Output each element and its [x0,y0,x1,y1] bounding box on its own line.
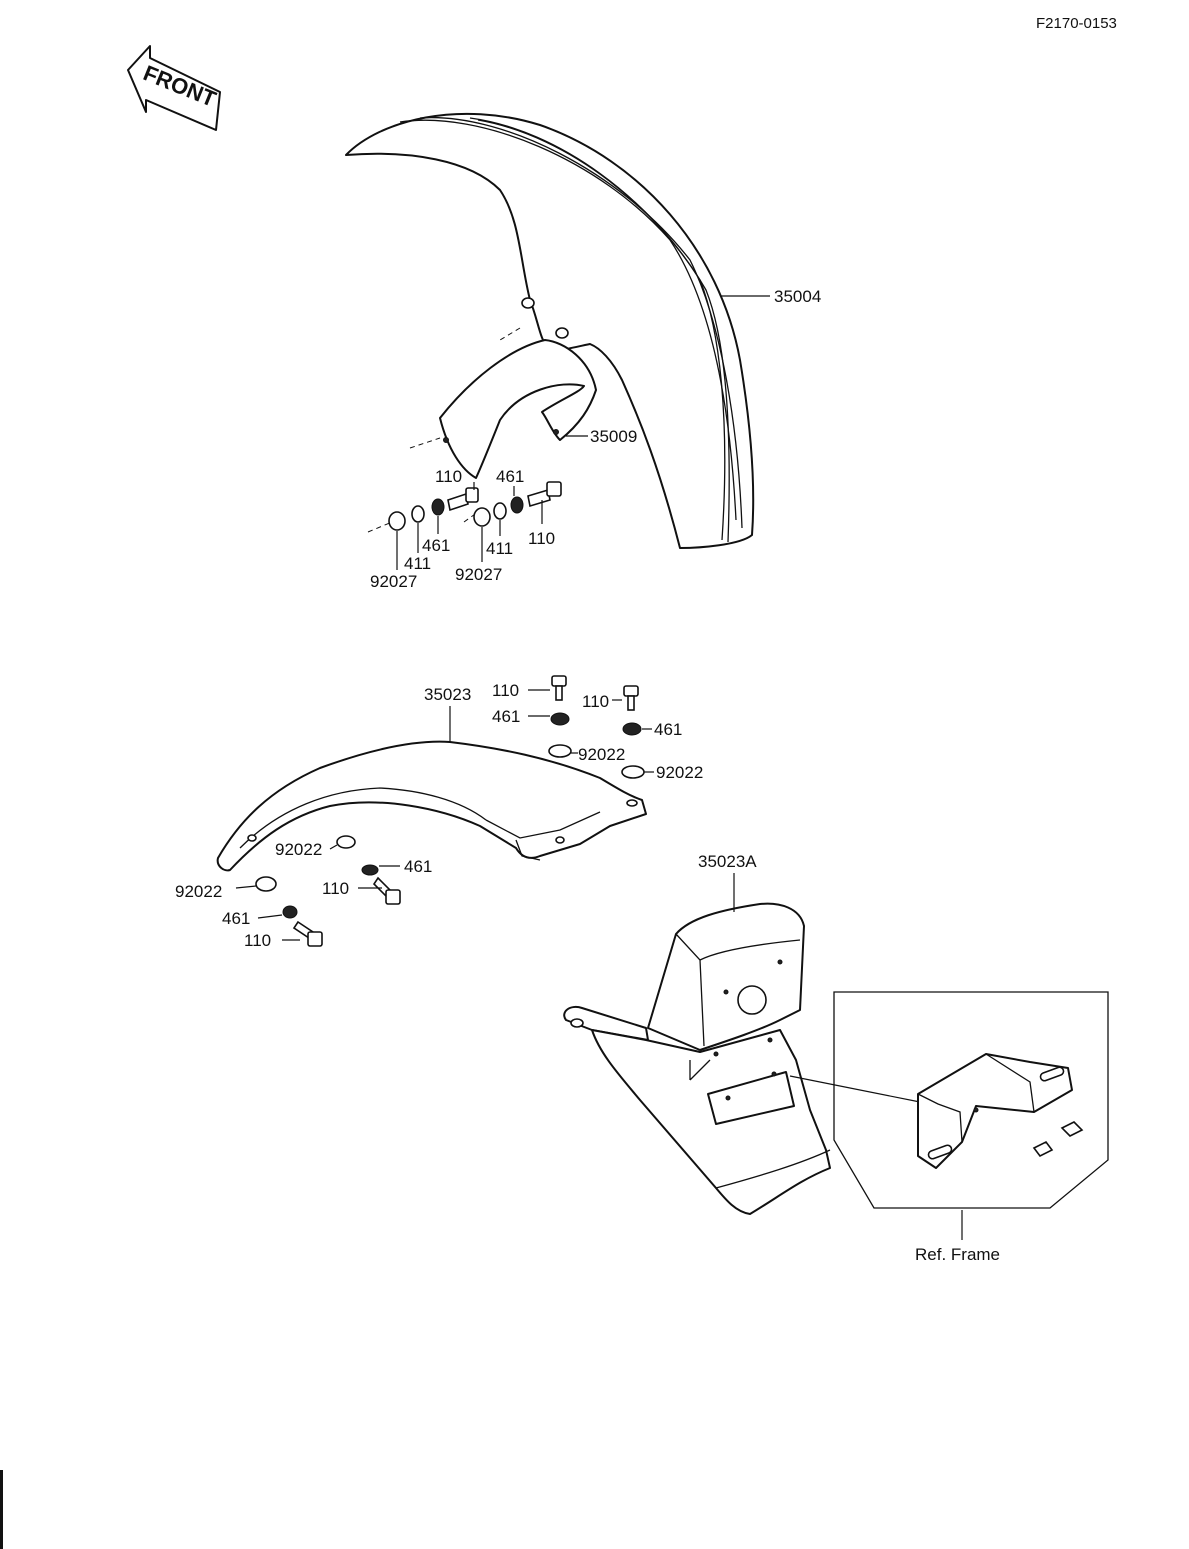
rear-fender-flap [563,902,831,1215]
rear-hardware-top [548,675,645,779]
label-110-front-left: 110 [435,467,462,486]
label-461-front-left: 461 [422,536,450,555]
label-92027-front-right: 92027 [455,565,502,584]
ref-frame-label: Ref. Frame [915,1245,1000,1264]
front-hardware-left [388,487,479,531]
label-110-rear-top-left: 110 [492,681,519,700]
fender-bracket [439,339,597,479]
ref-frame-box [789,991,1109,1209]
label-110-rear-mid: 110 [322,879,349,898]
label-110-front-right: 110 [528,529,555,548]
label-92022-rear-mid: 92022 [275,840,322,859]
label-35023A: 35023A [698,852,757,871]
rear-hardware-lower [255,835,401,947]
label-461-rear-left: 461 [222,909,250,928]
label-110-rear-top-right: 110 [582,692,609,711]
label-92022-rear-top-left: 92022 [578,745,625,764]
drawing-code: F2170-0153 [1036,15,1117,32]
label-35023: 35023 [424,685,471,704]
label-411-front-right: 411 [486,539,513,558]
label-461-rear-top-right: 461 [654,720,682,739]
front-hardware-right [473,481,562,527]
label-92022-rear-top-right: 92022 [656,763,703,782]
front-arrow-icon: FRONT [127,45,221,131]
rear-fender [216,740,647,872]
label-110-rear-left: 110 [244,931,271,950]
edge-mark [0,1470,3,1549]
front-fender [345,112,755,549]
label-35009: 35009 [590,427,637,446]
label-35004: 35004 [774,287,821,306]
label-92027-front-left: 92027 [370,572,417,591]
label-92022-rear-left: 92022 [175,882,222,901]
label-411-front-left: 411 [404,554,431,573]
label-461-rear-mid: 461 [404,857,432,876]
label-461-rear-top-left: 461 [492,707,520,726]
label-461-front-right: 461 [496,467,524,486]
